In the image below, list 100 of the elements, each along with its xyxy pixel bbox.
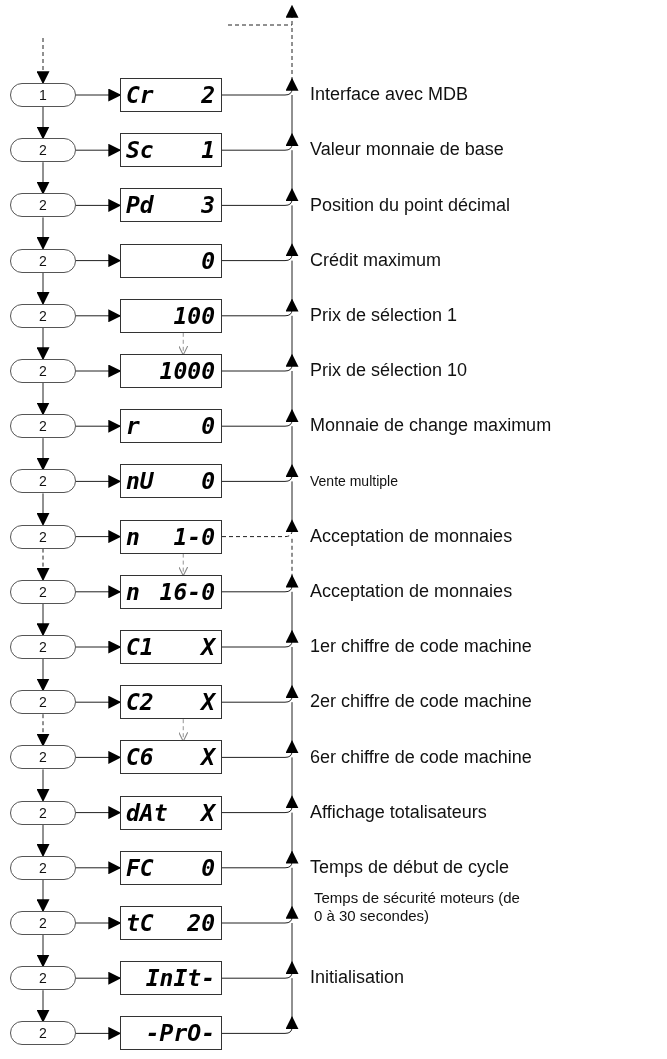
- arrow: [221, 629, 299, 648]
- arrow: [75, 474, 122, 488]
- lcd-display: [120, 519, 222, 554]
- description-text: Valeur monnaie de base: [310, 139, 504, 161]
- arrow: [75, 806, 122, 820]
- key-button: 2: [10, 303, 76, 328]
- arrow: [36, 161, 50, 195]
- lcd-display: [120, 795, 222, 830]
- arrow: [221, 519, 299, 538]
- lcd-display: [120, 740, 222, 775]
- arrow: [36, 989, 50, 1023]
- lcd-display: [120, 464, 222, 499]
- key-button: 2: [10, 800, 76, 825]
- lcd-display: [120, 906, 222, 940]
- display-readout: dAt X: [126, 798, 215, 827]
- arrow: [75, 695, 122, 709]
- arrow: [36, 382, 50, 416]
- arrow: [36, 658, 50, 692]
- arrow: [75, 640, 122, 654]
- display-readout: r 0: [126, 412, 215, 441]
- display-readout: -PrO-: [144, 1019, 215, 1048]
- arrow: [36, 603, 50, 637]
- arrow: [75, 530, 122, 544]
- description-text: Acceptation de monnaies: [310, 581, 513, 603]
- display-readout: 1000: [158, 357, 215, 385]
- description-text: Position du point décimal: [310, 194, 511, 217]
- description-text: Crédit maximum: [310, 249, 442, 272]
- display-readout: FC 0: [126, 853, 215, 882]
- description-text: 2er chiffre de code machine: [310, 691, 532, 713]
- key-button: 2: [10, 966, 76, 991]
- arrow: [36, 492, 50, 526]
- arrow: [36, 879, 50, 913]
- arrow: [36, 37, 50, 85]
- key-button: 2: [10, 1021, 76, 1046]
- display-readout: Sc 1: [126, 136, 215, 165]
- arrow: [36, 768, 50, 802]
- description-text: Initialisation: [310, 967, 405, 989]
- lcd-display: [120, 630, 222, 664]
- arrow: [36, 713, 50, 747]
- arrow: [221, 298, 299, 317]
- key-button: 2: [10, 414, 76, 439]
- display-readout: Pd 3: [126, 191, 215, 220]
- arrow: [221, 1016, 299, 1034]
- lcd-display: [120, 574, 222, 609]
- arrow: [221, 684, 299, 703]
- description-text: Acceptation de monnaies: [310, 525, 513, 548]
- arrow: [75, 254, 122, 268]
- arrow: [221, 77, 299, 96]
- arrow: [75, 916, 122, 930]
- arrow: [75, 143, 122, 157]
- key-button: 2: [10, 745, 76, 770]
- arrow: [75, 585, 122, 599]
- arrow: [221, 850, 299, 869]
- display-readout: n 16-0: [126, 577, 215, 606]
- lcd-display: [120, 243, 222, 278]
- arrow: [221, 353, 299, 372]
- arrow: [36, 272, 50, 306]
- key-button: 2: [10, 635, 76, 659]
- arrow: [75, 364, 122, 378]
- key-button: 2: [10, 579, 76, 604]
- arrow: [221, 408, 299, 427]
- arrow: [75, 419, 122, 433]
- description-text: Affichage totalisateurs: [310, 801, 487, 824]
- arrow: [221, 464, 299, 482]
- description-text: Temps de sécurité moteurs (de 0 à 30 secondes): [314, 889, 521, 925]
- display-readout: n 1-0: [126, 522, 215, 551]
- arrow: [75, 861, 122, 875]
- description-text: Prix de sélection 1: [310, 305, 458, 327]
- display-readout: nU 0: [126, 467, 215, 496]
- display-readout: tC 20: [126, 909, 215, 937]
- description-text: Temps de début de cycle: [310, 857, 510, 879]
- arrow: [36, 824, 50, 858]
- display-readout: C1 X: [126, 633, 215, 661]
- description-text: Vente multiple: [310, 473, 398, 490]
- display-readout: Cr 2: [126, 81, 215, 109]
- arrow: [221, 740, 299, 758]
- lcd-display: [120, 850, 222, 885]
- display-readout: 0: [200, 246, 215, 275]
- arrow: [75, 198, 122, 212]
- key-button: 2: [10, 359, 76, 383]
- arrow: [75, 309, 122, 323]
- display-readout: C6 X: [126, 743, 215, 772]
- arrow: [75, 750, 122, 764]
- arrow: [221, 188, 299, 206]
- key-button: 2: [10, 911, 76, 935]
- arrow: [36, 106, 50, 140]
- arrow: [221, 574, 299, 593]
- key-button: 2: [10, 524, 76, 549]
- arrow: [36, 437, 50, 471]
- arrow: [221, 132, 299, 151]
- display-readout: 100: [172, 301, 215, 330]
- arrow: [221, 960, 299, 979]
- arrow: [36, 548, 50, 582]
- arrow: [36, 934, 50, 968]
- arrow: [36, 216, 50, 250]
- key-button: 2: [10, 138, 76, 163]
- lcd-display: [120, 685, 222, 720]
- key-button: 2: [10, 248, 76, 273]
- description-text: Monnaie de change maximum: [310, 415, 552, 437]
- description-text: Interface avec MDB: [310, 84, 469, 106]
